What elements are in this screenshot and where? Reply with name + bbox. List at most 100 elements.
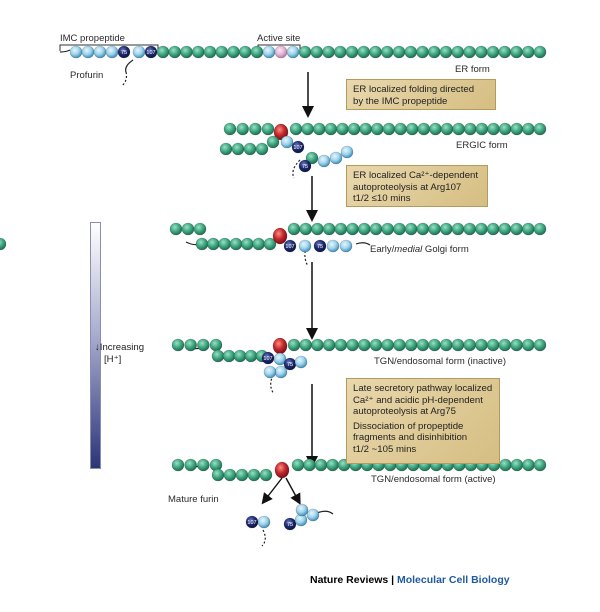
catalytic-domain-bead: [510, 45, 523, 59]
catalytic-domain-bead: [452, 122, 465, 136]
catalytic-domain-bead: [184, 458, 197, 472]
step-3-line-4: Dissociation of propeptide: [353, 420, 464, 432]
catalytic-domain-bead: [521, 222, 535, 236]
propeptide-bead: [326, 239, 340, 253]
catalytic-domain-bead: [203, 45, 217, 59]
catalytic-domain-bead: [223, 122, 237, 136]
golgi-form-label-part2: medial: [394, 244, 423, 255]
journal-credit: Nature Reviews | Molecular Cell Biology: [310, 574, 510, 586]
residue-marker-bead: [291, 140, 305, 154]
catalytic-domain-bead: [369, 45, 382, 59]
residue-marker-bead: [117, 45, 131, 59]
catalytic-domain-bead: [247, 468, 261, 482]
catalytic-domain-bead: [299, 222, 313, 236]
catalytic-domain-bead: [404, 222, 418, 236]
propeptide-bead: [69, 45, 83, 59]
catalytic-domain-bead: [235, 468, 249, 482]
catalytic-domain-bead: [215, 45, 229, 59]
journal-name: Molecular Cell Biology: [396, 574, 510, 586]
propeptide-bead: [105, 45, 119, 59]
catalytic-domain-bead: [369, 338, 383, 352]
catalytic-domain-bead: [263, 237, 277, 251]
propeptide-bead: [294, 355, 308, 369]
catalytic-domain-bead: [498, 122, 512, 136]
ph-gradient-bar: [90, 222, 101, 469]
catalytic-domain-bead: [236, 122, 249, 136]
catalytic-domain-bead: [259, 468, 273, 482]
active-site-bead: [272, 337, 288, 355]
catalytic-domain-bead: [416, 338, 430, 352]
catalytic-domain-bead: [463, 122, 477, 136]
catalytic-domain-bead: [475, 338, 488, 352]
catalytic-domain-bead: [223, 468, 237, 482]
step-3-line-2: Ca²⁺ and acidic pH-dependent: [353, 394, 483, 406]
propeptide-bead: [81, 45, 95, 59]
catalytic-domain-bead: [429, 122, 442, 136]
catalytic-domain-bead: [287, 222, 301, 236]
catalytic-domain-bead: [322, 222, 336, 236]
catalytic-domain-bead: [510, 122, 524, 136]
step-3-line-1: Late secretory pathway localized: [353, 383, 493, 394]
catalytic-domain-bead: [197, 458, 210, 472]
catalytic-domain-bead: [169, 222, 183, 236]
catalytic-domain-bead: [211, 468, 225, 482]
golgi-form-label-part1: Early/: [370, 244, 395, 255]
catalytic-domain-bead: [289, 122, 303, 136]
catalytic-domain-bead: [231, 142, 245, 156]
step-box-arg107: ER localized Ca²⁺-dependent autoproteoly…: [346, 165, 488, 207]
propeptide-bead: [298, 239, 312, 253]
catalytic-domain-bead: [405, 122, 419, 136]
step-2-line-2: autoproteolysis at Arg107: [353, 181, 462, 193]
catalytic-domain-bead: [475, 222, 488, 236]
catalytic-domain-bead: [184, 338, 197, 352]
catalytic-domain-bead: [299, 338, 313, 352]
catalytic-domain-bead: [207, 237, 220, 251]
catalytic-domain-bead: [533, 45, 547, 59]
catalytic-domain-bead: [533, 222, 547, 236]
catalytic-domain-bead: [261, 122, 275, 136]
catalytic-domain-bead: [428, 338, 441, 352]
golgi-form-label: Early/medial Golgi form: [370, 244, 469, 255]
propeptide-bead: [306, 508, 320, 522]
arrow-release-left: [261, 477, 283, 505]
down-arrow-icon: ↓: [95, 342, 100, 353]
catalytic-domain-bead: [510, 458, 524, 472]
residue-marker-bead: [261, 351, 275, 365]
catalytic-domain-bead: [311, 338, 324, 352]
catalytic-domain-bead: [209, 338, 223, 352]
catalytic-domain-bead: [533, 122, 547, 136]
catalytic-domain-bead: [305, 151, 319, 165]
catalytic-domain-bead: [244, 349, 258, 363]
catalytic-domain-bead: [303, 458, 316, 472]
catalytic-domain-bead: [250, 45, 264, 59]
er-form-label: ER form: [455, 64, 490, 75]
catalytic-domain-bead: [243, 142, 257, 156]
step-box-folding: ER localized folding directed by the IMC…: [346, 79, 496, 110]
residue-number-label: 75: [121, 50, 127, 56]
residue-marker-bead: [283, 517, 297, 531]
catalytic-domain-bead: [287, 338, 301, 352]
propeptide-bead: [273, 352, 287, 366]
golgi-form-label-part3: Golgi form: [422, 244, 469, 255]
propeptide-bead: [329, 151, 343, 165]
catalytic-domain-bead: [498, 222, 512, 236]
credit-separator: |: [388, 574, 397, 586]
ph-scale-label-line-2: [H⁺]: [104, 353, 122, 365]
catalytic-domain-bead: [291, 458, 305, 472]
profurin-label: Profurin: [70, 70, 104, 81]
catalytic-domain-bead: [311, 222, 324, 236]
catalytic-domain-bead: [394, 122, 407, 136]
catalytic-domain-bead: [392, 45, 406, 59]
active-site-bead: [274, 461, 290, 479]
catalytic-domain-bead: [324, 122, 338, 136]
catalytic-domain-bead: [371, 122, 384, 136]
catalytic-domain-bead: [393, 338, 406, 352]
catalytic-domain-bead: [211, 349, 225, 363]
propeptide-bead: [295, 503, 309, 517]
propeptide-bead: [340, 145, 354, 159]
catalytic-domain-bead: [404, 338, 418, 352]
residue-number-label: 107: [293, 145, 302, 151]
catalytic-domain-bead: [180, 45, 193, 59]
catalytic-domain-bead: [382, 122, 396, 136]
residue-marker-bead: [283, 239, 297, 253]
